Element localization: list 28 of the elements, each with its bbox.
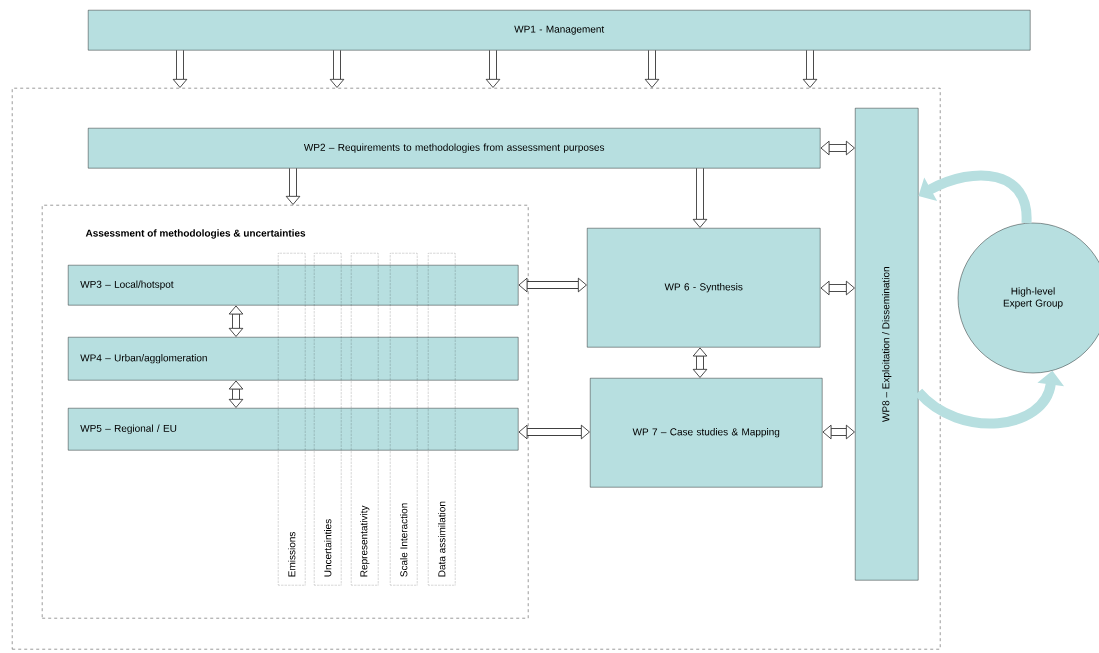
process-box: WP3 – Local/hotspot	[68, 265, 519, 306]
block-arrow	[644, 50, 660, 88]
block-arrow	[485, 50, 501, 88]
double-block-arrow	[518, 277, 587, 293]
process-box: WP2 – Requirements to methodologies from assessment purposes	[88, 128, 821, 169]
double-block-arrow	[228, 380, 244, 408]
process-box: WP 6 - Synthesis	[587, 228, 821, 348]
dotted-column: Representativity	[351, 253, 379, 586]
block-arrow	[692, 168, 708, 228]
process-box: WP 7 – Case studies & Mapping	[590, 378, 823, 488]
dotted-column: Scale Interaction	[390, 253, 418, 586]
dotted-column: Emissions	[278, 253, 306, 586]
block-arrow	[172, 50, 188, 88]
process-box: WP5 – Regional / EU	[68, 408, 519, 451]
double-block-arrow	[822, 424, 855, 440]
block-arrow	[329, 50, 345, 88]
process-box: WP1 - Management	[88, 10, 1031, 51]
block-arrow	[802, 50, 818, 88]
dotted-column: Data assimilation	[428, 253, 456, 586]
dotted-column: Uncertainties	[314, 253, 342, 586]
double-block-arrow	[820, 280, 855, 296]
double-block-arrow	[692, 347, 708, 378]
double-block-arrow	[820, 140, 855, 156]
process-box: WP8 – Exploitation / Dissemination	[855, 108, 919, 581]
process-box: WP4 – Urban/agglomeration	[68, 337, 519, 381]
block-arrow	[285, 168, 301, 205]
double-block-arrow	[228, 305, 244, 337]
double-block-arrow	[518, 424, 590, 440]
